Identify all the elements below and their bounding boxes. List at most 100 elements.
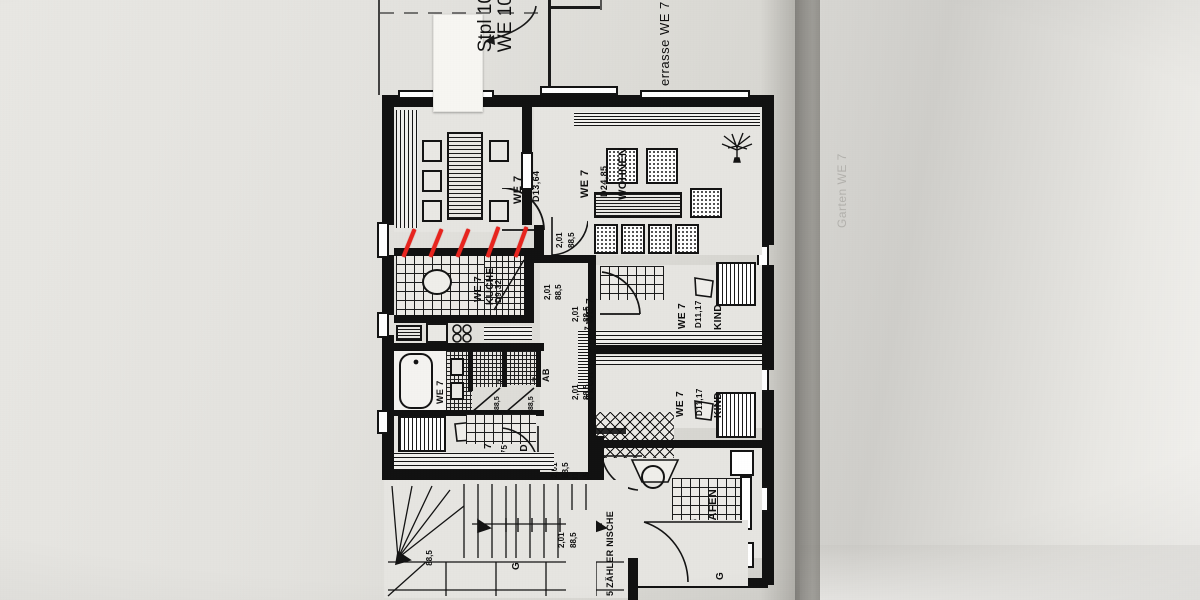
chair bbox=[422, 140, 442, 162]
sofa-seat bbox=[594, 224, 618, 254]
door-dim-2: 88,5 bbox=[494, 396, 501, 410]
meter-niche-fill bbox=[566, 510, 596, 598]
meter-niche-label: 5 ZÄHLER NISCHE bbox=[604, 510, 615, 596]
door-dim-5-w: 88,5 bbox=[582, 306, 591, 322]
nightstand-icon bbox=[630, 459, 680, 483]
window-left bbox=[377, 410, 389, 434]
staircase-icon bbox=[387, 484, 624, 597]
door-swing-kind1 bbox=[600, 271, 641, 315]
sticky-note-line2: WE 10 bbox=[494, 0, 516, 53]
lamp-icon bbox=[641, 465, 665, 489]
desk-chair bbox=[694, 400, 714, 421]
note-pointer-arrow bbox=[485, 5, 537, 45]
chair bbox=[422, 170, 442, 192]
construction-dash bbox=[500, 12, 514, 14]
door-dim-6-h: 2,01 bbox=[571, 384, 580, 400]
armchair bbox=[606, 148, 638, 184]
plan-left-edge bbox=[378, 0, 380, 95]
interior-wall-kueche-bottom bbox=[394, 315, 534, 323]
garden-label: Garten WE 7 bbox=[834, 153, 849, 228]
chair bbox=[489, 200, 509, 222]
wc-floor-hatch bbox=[472, 351, 502, 387]
window-top-wohnen2 bbox=[640, 90, 750, 99]
room-unit-kind1: WE 7 bbox=[677, 302, 688, 329]
kitchen-sink-icon bbox=[422, 269, 452, 295]
interior-wall bbox=[536, 343, 541, 387]
construction-dash bbox=[380, 12, 394, 14]
construction-dash bbox=[404, 12, 418, 14]
ab-floor-hatch bbox=[506, 351, 536, 385]
entry-fill bbox=[638, 520, 748, 586]
kind1-wall-hatch bbox=[596, 330, 762, 344]
door-dim-6-w: 88,5 bbox=[582, 384, 591, 400]
construction-dash bbox=[476, 12, 490, 14]
sofa-seat bbox=[675, 224, 699, 254]
desk-surface bbox=[800, 0, 1200, 600]
door-dim-4-h: 2,01 bbox=[543, 284, 552, 300]
dining-table bbox=[447, 132, 483, 220]
balcony-hatch bbox=[596, 412, 674, 458]
terrace-wall bbox=[600, 0, 602, 10]
interior-wall bbox=[468, 343, 473, 391]
appliance bbox=[396, 325, 422, 341]
shelf-unit bbox=[466, 414, 536, 444]
interior-wall-kueche-right bbox=[524, 248, 534, 320]
washbasin bbox=[450, 358, 464, 376]
corridor-mark-g2: G bbox=[715, 571, 726, 580]
kind2-wall-hatch bbox=[596, 355, 762, 365]
door-swing-wohnen bbox=[551, 217, 588, 256]
niche-dim-h: 2,01 bbox=[557, 532, 566, 548]
door-dim-width-1: 88,5 bbox=[567, 232, 576, 248]
interior-wall-flur-kind bbox=[588, 255, 596, 475]
appliance-oven bbox=[426, 323, 448, 343]
sticky-note[interactable]: Stpl 10 WE 10 bbox=[433, 0, 516, 112]
bed bbox=[716, 262, 756, 306]
bathtub-icon bbox=[399, 353, 433, 409]
niche-dim-w: 88,5 bbox=[569, 532, 578, 548]
kind3-wall-hatch bbox=[394, 452, 554, 470]
window-left bbox=[377, 312, 389, 338]
interior-wall bbox=[534, 255, 596, 263]
interior-wall-bad-bottom bbox=[394, 410, 544, 416]
exterior-wall-left bbox=[382, 95, 394, 225]
interior-wall-schlafen-top bbox=[596, 440, 762, 448]
bed bbox=[398, 416, 446, 452]
step-dimension: 88,5 bbox=[425, 550, 434, 566]
interior-wall bbox=[502, 343, 507, 387]
corridor-mark-g1: G bbox=[511, 561, 522, 570]
door-dim-4-w: 88,5 bbox=[554, 284, 563, 300]
chair bbox=[422, 200, 442, 222]
counter-hatch bbox=[484, 326, 532, 340]
flur-wall-hatch bbox=[578, 330, 588, 392]
interior-wall-kind1-kind2 bbox=[596, 345, 762, 354]
interior-wall bbox=[534, 225, 544, 255]
room-unit-wohnen: WE 7 bbox=[579, 169, 592, 199]
kind1-shelf bbox=[600, 266, 664, 300]
door-swing-kueche bbox=[493, 259, 525, 311]
door-dim-5-h: 2,01 bbox=[571, 306, 580, 322]
opening-essen-wohnen bbox=[521, 152, 533, 190]
coffee-table bbox=[594, 192, 682, 218]
terrace-wall bbox=[548, 6, 600, 9]
curtain-hatch bbox=[396, 110, 418, 228]
plant-icon bbox=[721, 132, 753, 163]
wardrobe bbox=[730, 450, 754, 476]
entry-door-swing bbox=[643, 521, 742, 583]
door-swing-wc-ab bbox=[471, 387, 535, 413]
desk-highlight bbox=[800, 545, 1200, 600]
terrace-label: errasse WE 7 bbox=[656, 1, 672, 86]
exterior-wall-right bbox=[762, 95, 774, 245]
interior-wall-bottom bbox=[382, 470, 632, 480]
door-dim-8-w: 88,5 bbox=[561, 462, 570, 478]
armchair bbox=[646, 148, 678, 184]
exterior-wall-left bbox=[382, 255, 394, 315]
construction-dash bbox=[524, 12, 538, 14]
exterior-wall-right bbox=[762, 265, 774, 370]
terrace-wall bbox=[548, 0, 551, 100]
window-left bbox=[377, 222, 389, 258]
sofa-seat bbox=[648, 224, 672, 254]
paper-edge-shadow bbox=[795, 0, 813, 600]
interior-wall bbox=[596, 428, 626, 434]
